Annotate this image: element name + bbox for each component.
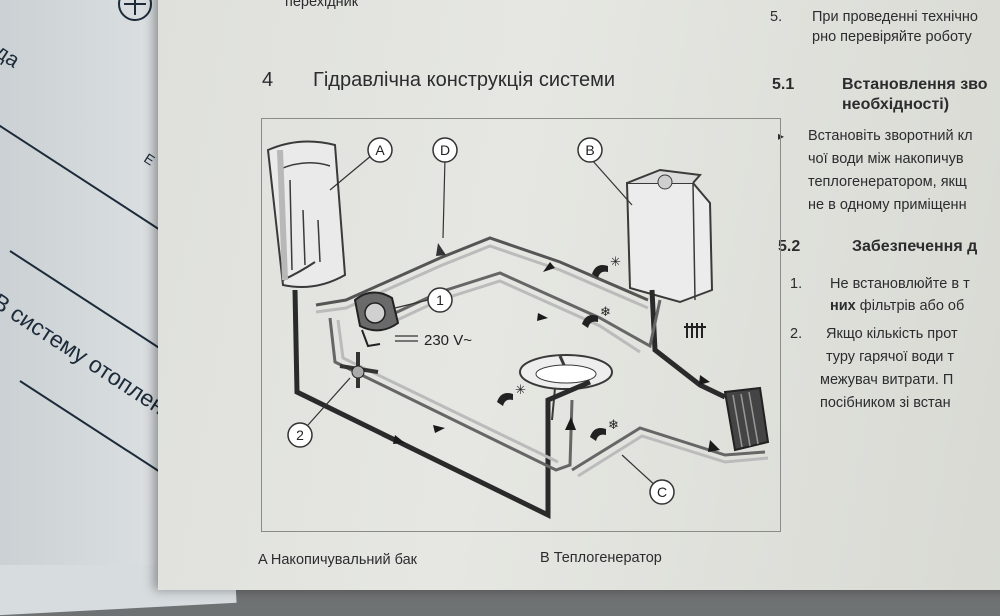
- label-1: 1: [436, 292, 444, 308]
- circulation-pump: [353, 291, 400, 348]
- section51-title-line1: Встановлення зво: [842, 76, 988, 93]
- item1-line1: Не встановлюйте в т: [830, 276, 970, 292]
- caption-b: B Теплогенератор: [540, 550, 662, 566]
- voltage-label: 230 V~: [424, 332, 472, 349]
- item5-number: 5.: [770, 9, 783, 25]
- label-d: D: [440, 142, 450, 158]
- caption-a: A Накопичувальний бак: [258, 552, 417, 568]
- label-a: A: [375, 142, 385, 158]
- label-b: B: [585, 142, 594, 158]
- item5-line2: рно перевіряйте роботу: [812, 29, 972, 45]
- storage-tank: [266, 140, 347, 288]
- item2-line: межувач витрати. П: [820, 372, 954, 388]
- item2-line: туру гарячої води т: [826, 349, 955, 365]
- sink: [519, 354, 613, 421]
- top-line-text: перехідник: [285, 0, 359, 10]
- mixing-valve: [339, 352, 379, 388]
- callout-circles: [287, 137, 675, 505]
- section51-number: 5.1: [772, 76, 795, 93]
- item2-number: 2.: [790, 326, 803, 342]
- bullet-marker: ▸: [778, 129, 785, 143]
- section52-title: Забезпечення д: [852, 238, 978, 255]
- bullet-line: не в одному приміщенн: [808, 197, 967, 213]
- bullet-line: Встановіть зворотний кл: [808, 128, 973, 144]
- section52-number: 5.2: [778, 238, 801, 255]
- bullet-line: теплогенератором, якщ: [808, 174, 967, 190]
- hot-water-icon: ✳: [515, 382, 526, 397]
- main-document-page: [158, 0, 1000, 590]
- section4-number: 4: [262, 69, 274, 91]
- cold-water-icon: ❄: [600, 304, 611, 319]
- item2-line: посібником зі встан: [820, 395, 951, 411]
- radiator-symbol-icon: [684, 323, 706, 338]
- flow-arrows: [393, 262, 720, 452]
- section51-title-line2: необхідності): [842, 96, 950, 113]
- left-document-sheet: вода В систему отоплен Е: [0, 0, 180, 565]
- section4-title: Гідравлічна конструкція системи: [313, 69, 616, 91]
- label-c: C: [657, 484, 667, 500]
- bullet-line: чої води між накопичув: [808, 151, 964, 167]
- item2-line: Якщо кількість прот: [826, 326, 958, 342]
- item1-number: 1.: [790, 276, 803, 292]
- boiler-unit: [625, 168, 714, 304]
- tap-symbols: ✳ ❄ ✳ ❄: [497, 254, 621, 441]
- cold-water-icon: ❄: [608, 417, 619, 432]
- radiator: [723, 386, 770, 452]
- left-sheet-corner-icon: [118, 0, 152, 21]
- check-valve: [436, 243, 446, 256]
- item5-line1: При проведенні технічно: [812, 9, 978, 25]
- diagram-frame: [261, 118, 781, 532]
- hydraulic-diagram: A D B 1 2 C 230 V~ ✳ ❄ ✳ ❄: [266, 137, 770, 520]
- item1-line2: них фільтрів або об: [830, 298, 965, 314]
- hot-water-icon: ✳: [610, 254, 621, 269]
- leader-lines: [307, 154, 658, 488]
- label-2: 2: [296, 427, 304, 443]
